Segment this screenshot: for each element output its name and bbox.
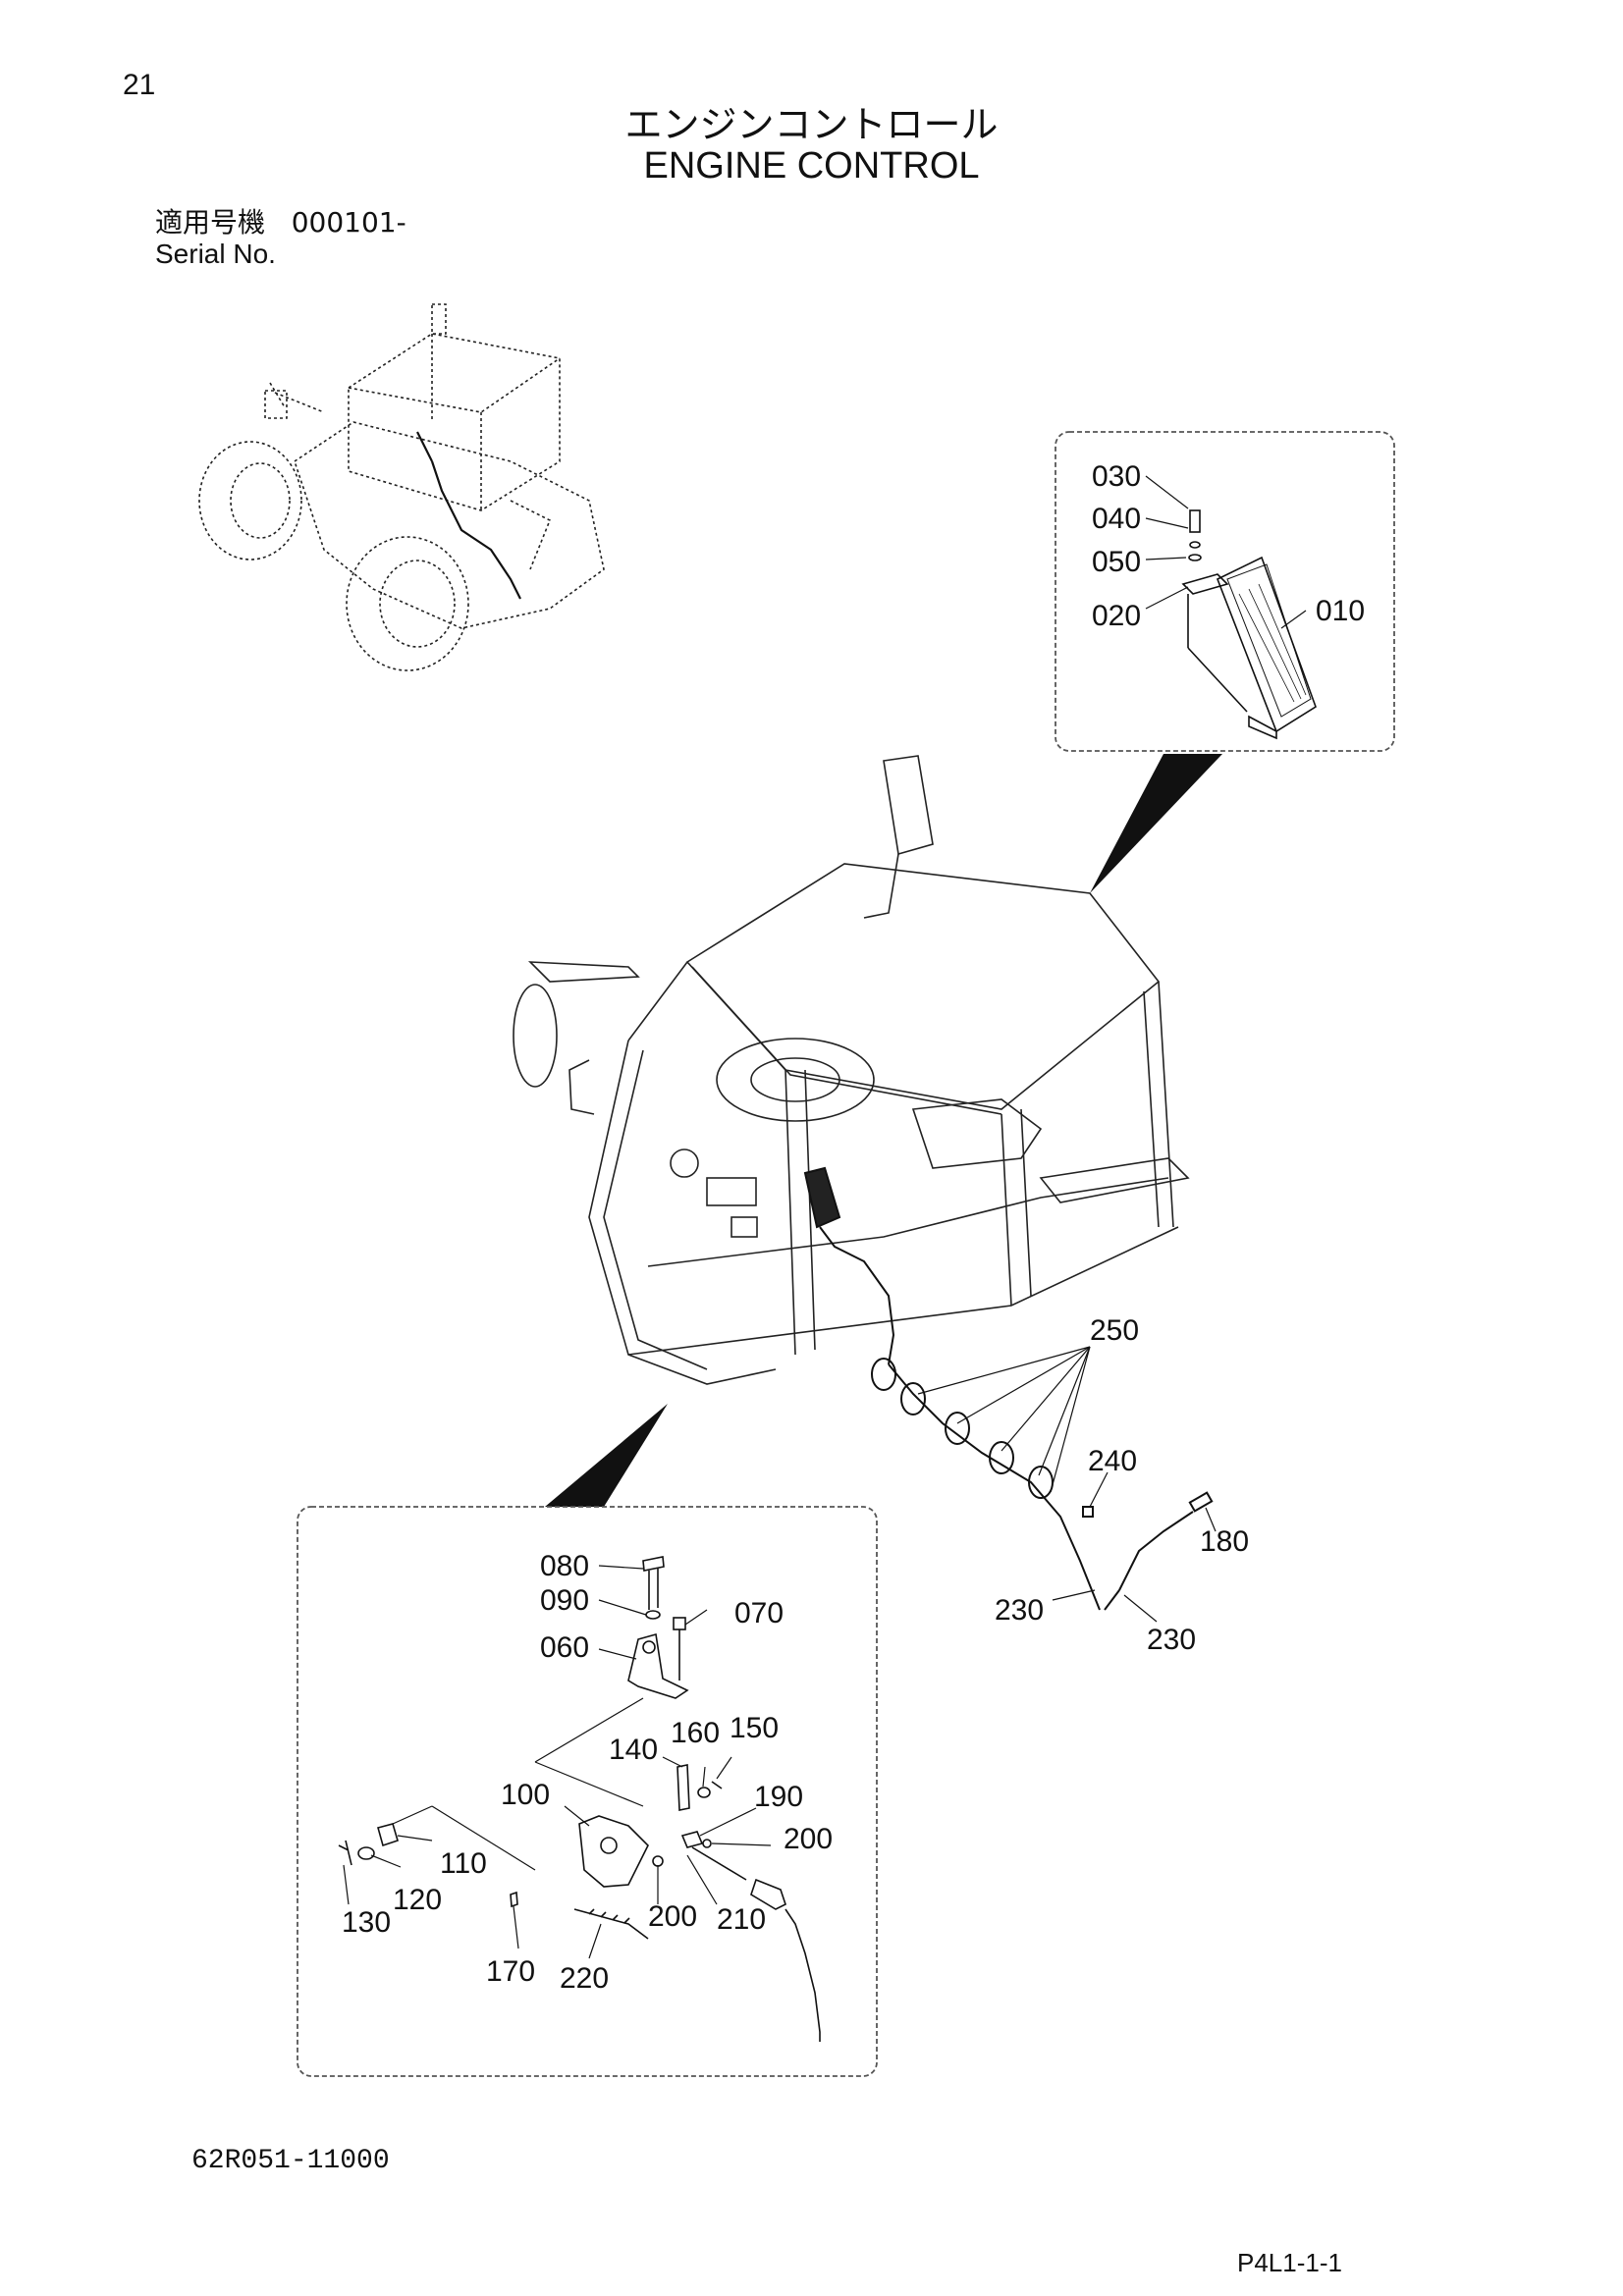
label-210: 210: [717, 1903, 766, 1936]
label-030: 030: [1092, 460, 1141, 493]
title-english: ENGINE CONTROL: [643, 145, 980, 187]
callout-box-lever: [297, 1506, 878, 2077]
label-010: 010: [1316, 595, 1365, 627]
serial-label-jp-text: 適用号機: [155, 206, 266, 239]
pedal-leaders: [1145, 475, 1307, 629]
callout-box-pedal: [1055, 431, 1395, 752]
label-070: 070: [734, 1597, 784, 1629]
machine-overview-highlight: [416, 431, 521, 600]
pedal-assembly: [1181, 509, 1317, 740]
label-020: 020: [1092, 600, 1141, 632]
label-110: 110: [440, 1847, 487, 1880]
label-060: 060: [540, 1631, 589, 1664]
serial-value: 000101-: [291, 206, 406, 239]
part-labels: 030 040 050 020 010 250 240 180 230 230 …: [342, 460, 1365, 1995]
label-200-left: 200: [648, 1900, 697, 1933]
lever-leaders: [343, 1565, 772, 1959]
label-090: 090: [540, 1584, 589, 1617]
label-120: 120: [393, 1884, 442, 1916]
document-code: 62R051-11000: [191, 2146, 390, 2176]
machine-overview: [198, 303, 605, 671]
label-240: 240: [1088, 1445, 1137, 1477]
label-200-right: 200: [784, 1823, 833, 1855]
label-160: 160: [671, 1717, 720, 1749]
page-number: 21: [123, 69, 156, 101]
main-leaders: [917, 1346, 1217, 1623]
callout-arrow-pedal: [1090, 754, 1222, 893]
label-250: 250: [1090, 1314, 1139, 1347]
cab-pedal-cable: [803, 1166, 1214, 1611]
label-050: 050: [1092, 546, 1141, 578]
title-japanese: エンジンコントロール: [624, 103, 999, 146]
serial-label-en: Serial No.: [155, 239, 276, 269]
label-190: 190: [754, 1781, 803, 1813]
label-170: 170: [486, 1955, 535, 1988]
label-040: 040: [1092, 503, 1141, 535]
callout-arrow-lever: [545, 1404, 668, 1507]
label-130: 130: [342, 1906, 391, 1939]
cab-frame: [513, 755, 1190, 1385]
label-140: 140: [609, 1734, 658, 1766]
label-100: 100: [501, 1779, 550, 1811]
label-180: 180: [1200, 1525, 1249, 1558]
label-080: 080: [540, 1550, 589, 1582]
label-230-right: 230: [1147, 1624, 1196, 1656]
label-150: 150: [730, 1712, 779, 1744]
page-code: P4L1-1-1: [1237, 2248, 1342, 2277]
label-230-left: 230: [995, 1594, 1044, 1627]
serial-label-jp: 適用号機 000101-: [155, 201, 406, 240]
label-220: 220: [560, 1962, 609, 1995]
